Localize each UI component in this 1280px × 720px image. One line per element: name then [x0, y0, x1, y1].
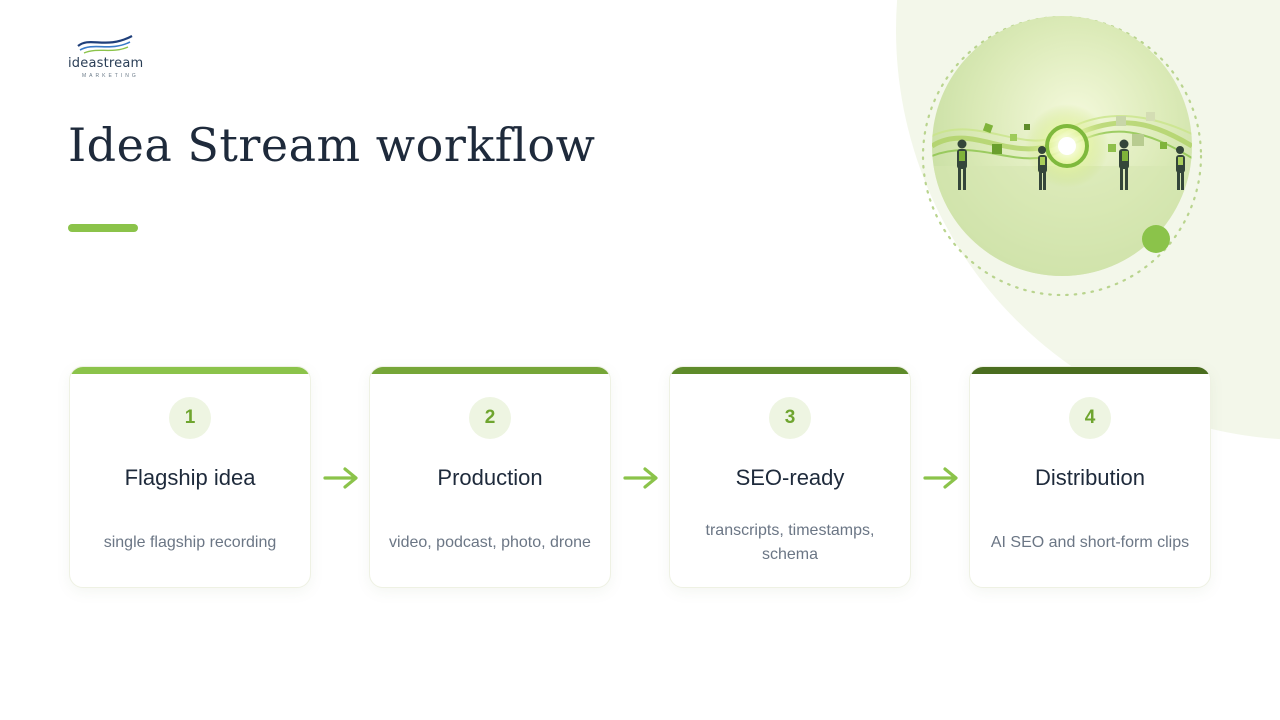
hero-illustration — [932, 16, 1192, 276]
wave-logo-icon — [77, 35, 133, 54]
team-network-illustration — [932, 104, 1192, 276]
step-card-1: 1 Flagship idea single flagship recordin… — [69, 366, 311, 588]
step-bar — [70, 367, 310, 374]
step-description: single flagship recording — [103, 534, 277, 551]
step-card-2: 2 Production video, podcast, photo, dron… — [369, 366, 611, 588]
step-number: 2 — [469, 397, 511, 439]
title-underline — [68, 224, 138, 232]
arrow-right-icon — [623, 467, 658, 489]
logo-tagline: MARKETING — [82, 73, 139, 79]
step-number: 4 — [1069, 397, 1111, 439]
step-description: video, podcast, photo, drone — [389, 534, 591, 551]
logo-wordmark: ideastream — [68, 56, 144, 71]
arrow-right-icon — [923, 467, 958, 489]
step-title: SEO-ready — [735, 465, 845, 490]
step-bar — [370, 367, 610, 374]
step-number: 3 — [769, 397, 811, 439]
step-description: transcripts, timestamps, schema — [705, 522, 875, 563]
step-title: Production — [437, 465, 543, 490]
step-card-3: 3 SEO-ready transcripts, timestamps, sch… — [669, 366, 911, 588]
step-card-4: 4 Distribution AI SEO and short-form cli… — [969, 366, 1211, 588]
step-bar — [970, 367, 1210, 374]
step-title: Flagship idea — [124, 465, 256, 490]
step-bar — [670, 367, 910, 374]
arrow-right-icon — [323, 467, 358, 489]
step-number: 1 — [169, 397, 211, 439]
logo: ideastream MARKETING — [68, 32, 148, 82]
step-title: Distribution — [1034, 465, 1146, 490]
accent-dot — [1142, 225, 1170, 253]
step-description: AI SEO and short-form clips — [990, 534, 1190, 551]
page-title: Idea Stream workflow — [68, 118, 596, 172]
